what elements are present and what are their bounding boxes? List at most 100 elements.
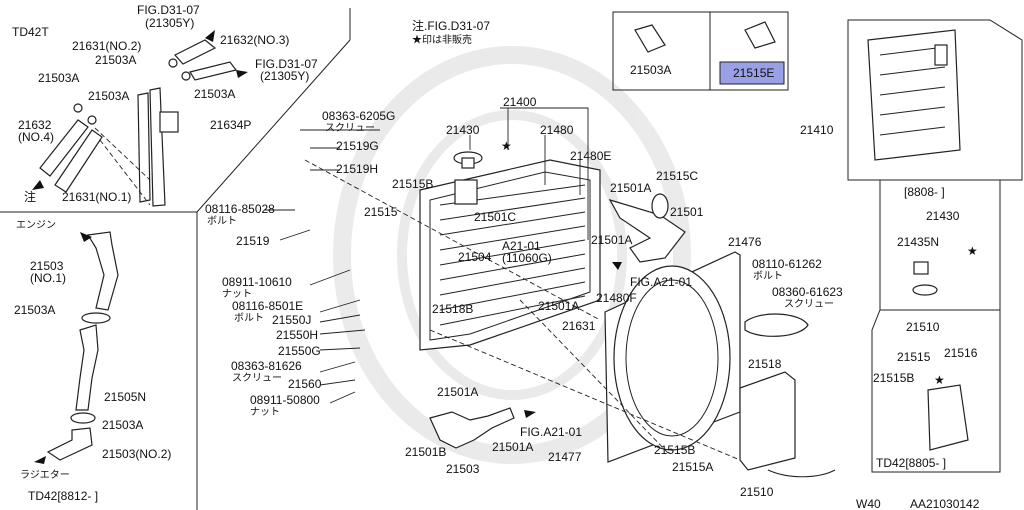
label-21480f: 21480F <box>596 291 637 305</box>
label-21631-no1: 21631(NO.1) <box>62 190 131 204</box>
fan-shroud <box>604 251 741 463</box>
labels-main: 注.FIG.D31-07 ★印は非販売 08363-6205G スクリュー 21… <box>205 18 843 499</box>
label-21515c: 21515C <box>656 169 698 183</box>
label-td42t: TD42T <box>12 25 49 39</box>
label-21477: 21477 <box>548 450 582 464</box>
labels-lower-left: エンジン 21503 (NO.1) 21503A 21505N 21503A 2… <box>14 220 171 503</box>
label-r21515: 21515 <box>897 350 931 364</box>
label-screw1: スクリュー <box>325 122 375 134</box>
label-diagram-code: AA21030142 <box>910 497 980 510</box>
label-fig-a21-01-b: FIG.A21-01 <box>520 425 582 439</box>
label-21632-no3: 21632(NO.3) <box>220 33 289 47</box>
star-marker: ★ <box>501 139 512 153</box>
label-21632-no4-sub: (NO.4) <box>18 130 54 144</box>
label-21503: 21503 <box>446 462 480 476</box>
td42t-section-frame <box>0 8 351 510</box>
label-bolt3: ボルト <box>753 270 783 282</box>
highlight-21515e <box>719 61 785 85</box>
label-21632-no4: 21632 <box>18 118 52 132</box>
label-21476: 21476 <box>728 235 762 249</box>
label-21504: 21504 <box>458 250 492 264</box>
label-21560: 21560 <box>288 377 322 391</box>
label-21503a-2: 21503A <box>38 71 79 85</box>
label-screw2: スクリュー <box>232 372 282 384</box>
td42-8812-hose-group <box>34 231 119 464</box>
label-21519: 21519 <box>236 234 270 248</box>
label-21501a-2: 21501A <box>591 233 632 247</box>
label-21503-no1: 21503 <box>30 259 64 273</box>
label-08363-81626: 08363-81626 <box>231 359 302 373</box>
label-inset-21503a: 21503A <box>630 63 671 77</box>
label-bolt2: ボルト <box>234 312 264 324</box>
label-21515a: 21515A <box>672 460 713 474</box>
td42t-hose-group <box>32 30 248 207</box>
label-21634p: 21634P <box>210 118 251 132</box>
label-08116-85028: 08116-85028 <box>205 202 275 216</box>
star-markers: ★ ★ ★ <box>501 139 978 387</box>
label-08116-8501e: 08116-8501E <box>232 299 303 313</box>
label-engine: エンジン <box>16 220 56 231</box>
label-nut2: ナット <box>250 406 280 418</box>
label-21519h: 21519H <box>336 162 378 176</box>
label-21518b: 21518B <box>432 302 473 316</box>
label-21503a-1: 21503A <box>95 53 136 67</box>
label-r21510: 21510 <box>906 320 940 334</box>
label-08360-61623: 08360-61623 <box>772 285 843 299</box>
label-r21516: 21516 <box>944 346 978 360</box>
leader-lines <box>265 107 741 461</box>
label-radiator: ラジエター <box>20 469 70 481</box>
label-08911-50800: 08911-50800 <box>250 393 320 407</box>
label-21515: 21515 <box>364 205 398 219</box>
label-inset-21515e: 21515E <box>733 66 774 80</box>
label-fig-d31-top-sub: (21305Y) <box>145 16 194 30</box>
label-21503a-5: 21503A <box>14 303 55 317</box>
label-r21430: 21430 <box>926 209 960 223</box>
label-21503-no2: 21503(NO.2) <box>102 447 171 461</box>
label-nut1: ナット <box>222 288 252 300</box>
label-21501a-4: 21501A <box>437 385 478 399</box>
star-marker: ★ <box>967 244 978 258</box>
label-21510: 21510 <box>740 485 774 499</box>
label-21501a-3: 21501A <box>538 299 579 313</box>
label-r21435n: 21435N <box>897 235 939 249</box>
clamp-21518 <box>744 313 809 337</box>
label-21430: 21430 <box>446 123 480 137</box>
label-21480: 21480 <box>540 123 574 137</box>
label-a21-01: A21-01 <box>502 239 541 253</box>
label-r21515b: 21515B <box>873 371 914 385</box>
label-bolt1: ボルト <box>207 215 237 227</box>
label-r8808: [8808- ] <box>904 185 945 199</box>
label-fig-d31-top: FIG.D31-07 <box>137 3 200 17</box>
labels-top-left: TD42T FIG.D31-07 (21305Y) 21631(NO.2) 21… <box>12 3 318 204</box>
label-21519g: 21519G <box>336 139 379 153</box>
right-subassembly-frames <box>847 19 1023 473</box>
label-21410: 21410 <box>800 123 834 137</box>
label-08110-61262: 08110-61262 <box>752 257 822 271</box>
label-21501a-1: 21501A <box>610 181 651 195</box>
label-21503-no1-sub: (NO.1) <box>30 271 66 285</box>
label-08911-10610: 08911-10610 <box>222 275 292 289</box>
label-a21-01-sub: (11060G) <box>502 251 552 265</box>
label-screw3: スクリュー <box>784 298 834 310</box>
label-21515b-2: 21515B <box>654 443 695 457</box>
label-21550g: 21550G <box>278 344 321 358</box>
label-21501b: 21501B <box>405 445 446 459</box>
upper-hose <box>608 193 686 270</box>
label-21480e: 21480E <box>570 149 611 163</box>
inset-frame <box>612 11 789 91</box>
label-td42-8805: TD42[8805- ] <box>876 456 946 470</box>
label-21501: 21501 <box>670 205 704 219</box>
label-w40: W40 <box>856 497 881 510</box>
label-fig-d31-right-sub: (21305Y) <box>260 69 309 83</box>
label-td42-8812: TD42[8812- ] <box>28 489 98 503</box>
labels-inset-and-right: 21503A 21515E 21410 [8808- ] 21430 21435… <box>630 63 980 510</box>
label-note2: ★印は非販売 <box>412 33 472 46</box>
label-chu: 注 <box>24 189 36 204</box>
label-21503a-6: 21503A <box>102 418 143 432</box>
label-21501a-5: 21501A <box>492 440 533 454</box>
label-21550h: 21550H <box>276 328 318 342</box>
label-08363-6205g: 08363-6205G <box>322 109 395 123</box>
label-note1: 注.FIG.D31-07 <box>412 18 490 33</box>
label-21505n: 21505N <box>104 390 146 404</box>
